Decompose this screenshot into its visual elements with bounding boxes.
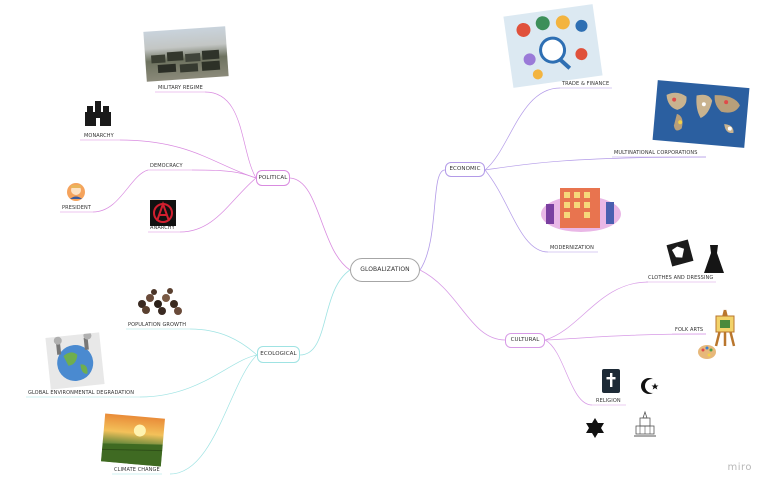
edge-religion xyxy=(544,339,593,406)
miro-watermark: miro xyxy=(727,462,752,473)
edge-president xyxy=(92,169,149,213)
edge-clothes xyxy=(544,281,649,341)
branch-political[interactable]: POLITICAL xyxy=(256,170,290,186)
easel-icon xyxy=(712,308,738,348)
edge-root-political xyxy=(289,177,351,271)
president-avatar-icon xyxy=(66,182,86,202)
branch-ecological[interactable]: ECOLOGICAL xyxy=(257,346,300,363)
leaf-religion[interactable]: RELIGION xyxy=(596,398,621,404)
leaf-multinational[interactable]: MULTINATIONAL CORPORATIONS xyxy=(614,150,698,156)
edge-root-cultural xyxy=(419,269,506,341)
branch-economic[interactable]: ECONOMIC xyxy=(445,162,485,177)
edge-root-economic xyxy=(419,169,446,271)
edge-folk xyxy=(544,333,707,341)
leaf-monarchy[interactable]: MONARCHY xyxy=(84,133,114,139)
temple-icon xyxy=(632,410,658,438)
edge-military xyxy=(204,91,257,179)
world-map-image xyxy=(652,80,750,148)
leaf-population-growth[interactable]: POPULATION GROWTH xyxy=(128,322,187,328)
leaf-democracy[interactable]: DEMOCRACY xyxy=(150,163,183,169)
edge-environment xyxy=(139,354,258,398)
edge-multinational xyxy=(484,156,707,171)
polluted-globe-image xyxy=(45,332,105,390)
edge-democracy xyxy=(191,169,257,179)
finance-icons-image xyxy=(503,4,603,88)
leaf-environmental-degradation[interactable]: GLOBAL ENVIRONMENTAL DEGRADATION xyxy=(28,390,135,396)
edge-modernization xyxy=(484,169,549,253)
anarchy-symbol-icon xyxy=(150,200,176,226)
branch-economic-label: ECONOMIC xyxy=(449,166,481,172)
castle-icon xyxy=(83,100,113,128)
edge-root-ecological xyxy=(299,269,351,356)
edge-climate xyxy=(169,354,258,475)
climate-landscape-image xyxy=(101,413,165,467)
military-vehicles-image xyxy=(143,26,229,82)
branch-political-label: POLITICAL xyxy=(258,175,288,181)
leaf-president[interactable]: PRESIDENT xyxy=(62,205,92,211)
leaf-folk-arts[interactable]: FOLK ARTS xyxy=(675,327,704,333)
leaf-anarchy[interactable]: ANARCHY xyxy=(150,225,175,231)
leaf-military-regime[interactable]: MILITARY REGIME xyxy=(158,85,203,91)
star-of-david-icon xyxy=(584,417,606,439)
crescent-star-icon xyxy=(640,376,660,396)
modern-city-illustration xyxy=(540,182,622,234)
root-label: GLOBALIZATION xyxy=(360,266,410,273)
dress-icon xyxy=(702,243,726,275)
bible-cross-icon xyxy=(601,368,621,394)
leaf-modernization[interactable]: MODERNIZATION xyxy=(550,245,594,251)
leaf-climate-change[interactable]: CLIMATE CHANGE xyxy=(114,467,160,473)
edge-anarchy xyxy=(179,177,257,233)
edge-monarchy xyxy=(119,139,257,179)
branch-ecological-label: ECOLOGICAL xyxy=(260,351,297,357)
population-crowd-image xyxy=(134,286,186,318)
root-node[interactable]: GLOBALIZATION xyxy=(350,258,420,282)
edge-trade xyxy=(484,87,561,171)
branch-cultural[interactable]: CULTURAL xyxy=(505,333,545,348)
clothing-icon xyxy=(664,237,696,269)
leaf-trade-finance[interactable]: TRADE & FINANCE xyxy=(562,81,610,87)
edge-population xyxy=(189,328,258,356)
paint-palette-icon xyxy=(697,344,717,360)
leaf-clothes-dressing[interactable]: CLOTHES AND DRESSING xyxy=(648,275,714,281)
branch-cultural-label: CULTURAL xyxy=(510,337,540,343)
